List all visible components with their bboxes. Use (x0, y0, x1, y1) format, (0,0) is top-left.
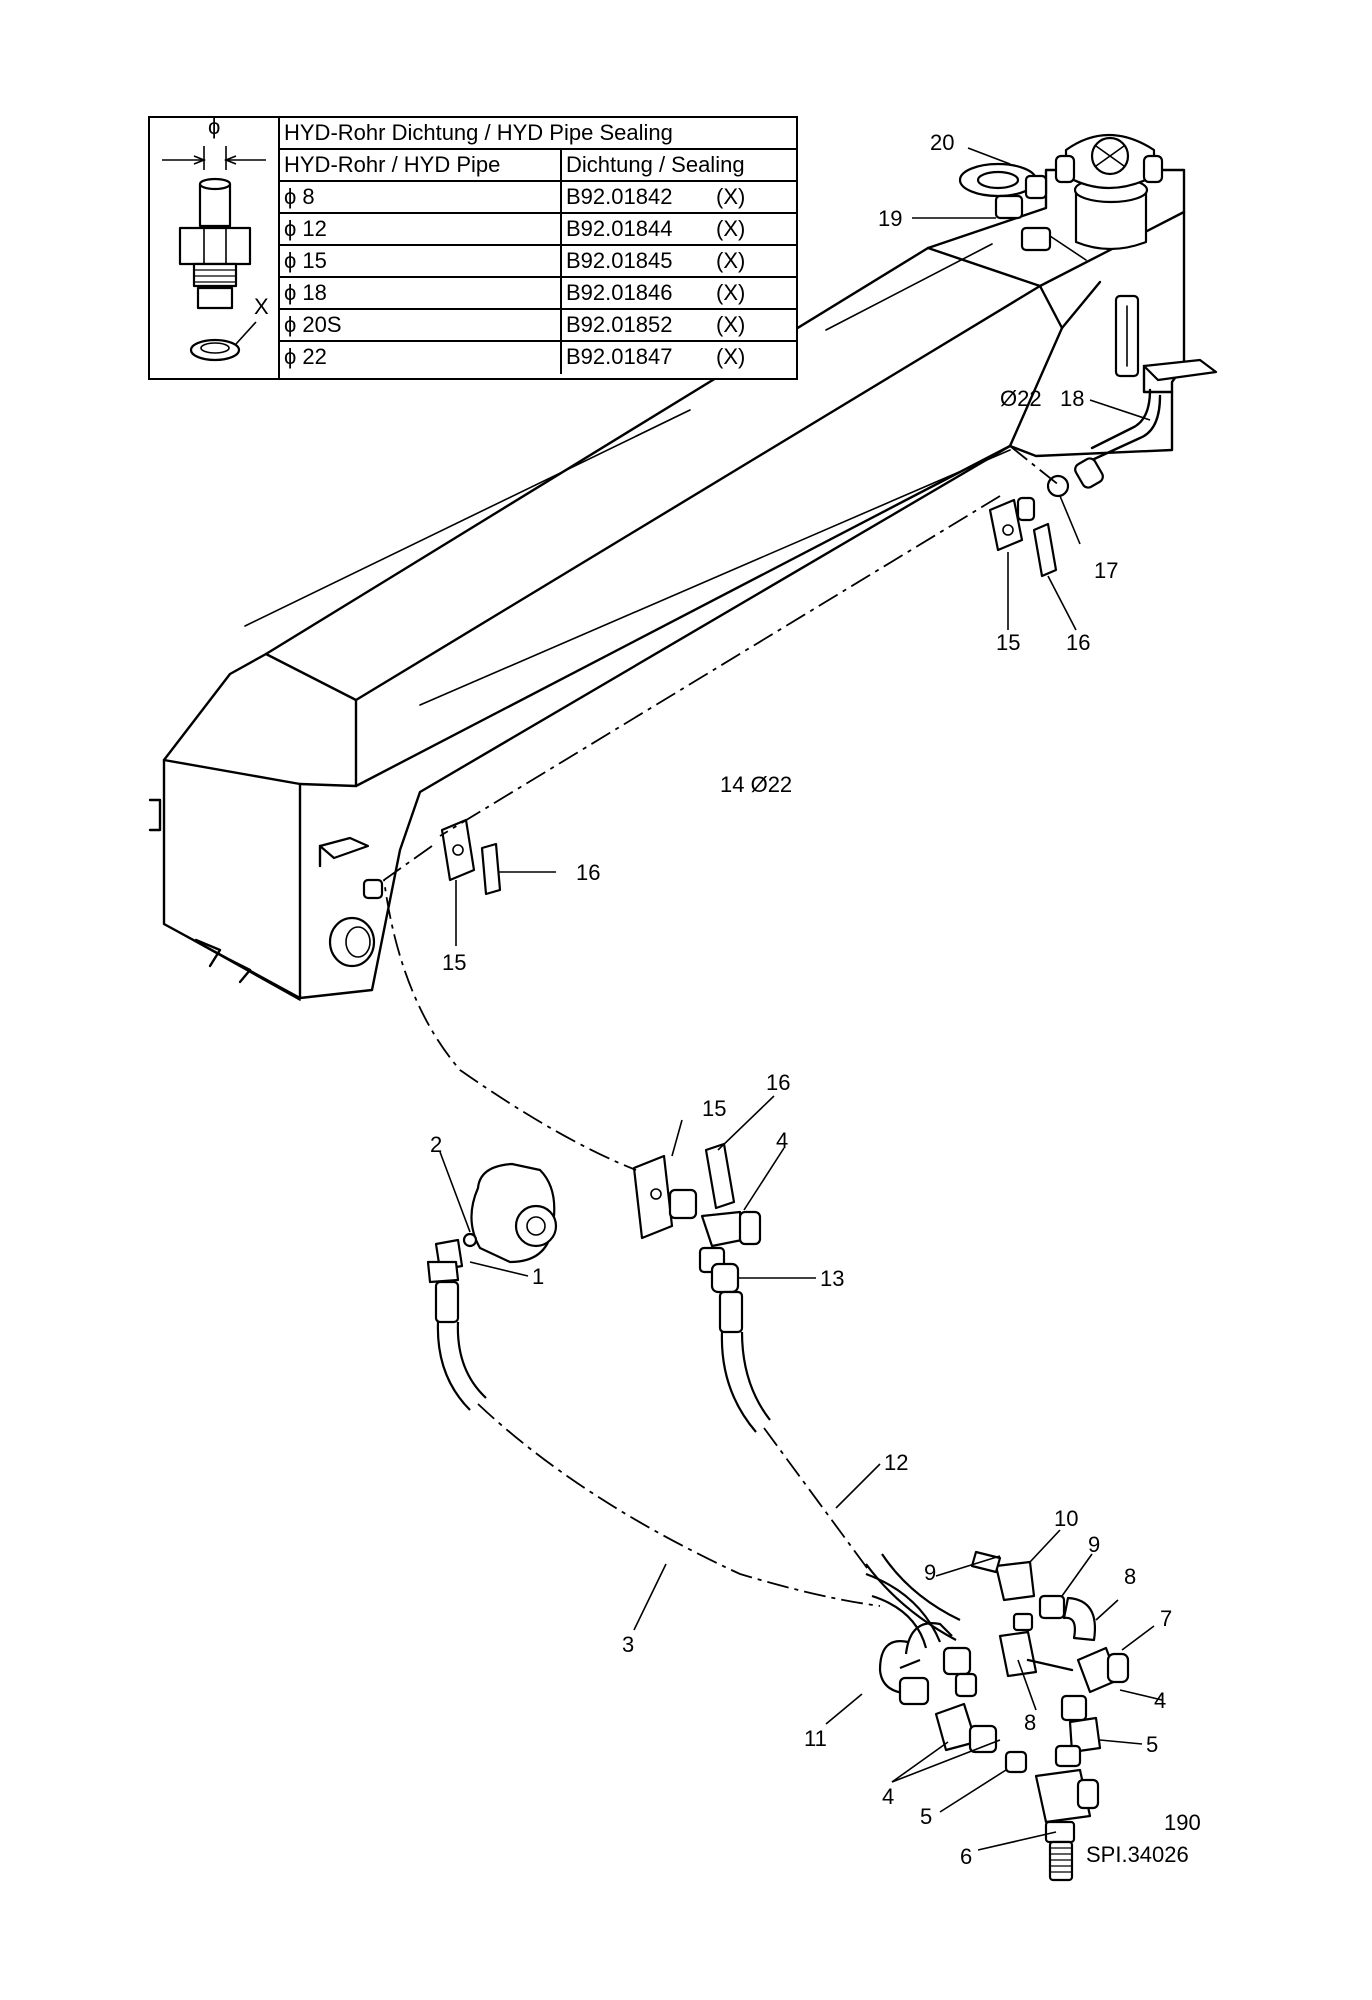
clamp-block-lower (632, 1142, 736, 1240)
sealing-cell: B92.01847 (X) (560, 342, 796, 374)
gear-pump (426, 1162, 558, 1284)
sealing-mark: (X) (716, 216, 746, 241)
callout-11: 11 (804, 1726, 827, 1751)
callout-20: 20 (930, 130, 955, 155)
sealing-cell: B92.01844 (X) (560, 214, 796, 244)
sealing-mark: (X) (716, 344, 746, 369)
table-row: ϕ 15 B92.01845 (X) (280, 246, 796, 278)
sealing-code: B92.01846 (566, 280, 673, 305)
pipe-14-path (383, 495, 1001, 1171)
pipe-diameter: ϕ 12 (284, 216, 327, 241)
callout-5-lower: 5 (920, 1804, 933, 1829)
sealing-table-grid: HYD-Rohr Dichtung / HYD Pipe Sealing HYD… (280, 118, 796, 378)
callout-8-lower: 8 (1024, 1710, 1037, 1735)
nut-13 (710, 1262, 740, 1294)
sealing-code: B92.01842 (566, 184, 673, 209)
callout-16-middle: 16 (576, 860, 601, 885)
sealing-table-title: HYD-Rohr Dichtung / HYD Pipe Sealing (284, 120, 673, 145)
fitting-seal-illustration (162, 146, 266, 362)
pipe-diameter: ϕ 20S (284, 312, 342, 337)
sealing-mark: (X) (716, 184, 746, 209)
callout-17: 17 (1094, 558, 1119, 583)
callout-1: 1 (532, 1264, 545, 1289)
hydraulic-tank (148, 168, 1186, 1001)
sealing-mark: (X) (716, 248, 746, 273)
callout-15-upper: 15 (996, 630, 1021, 655)
pipe-sealing-table: ϕ X HYD-Rohr Dichtung / HYD Pipe Sealing… (148, 116, 798, 380)
pipe-diameter: ϕ 8 (284, 184, 315, 209)
clamp-block-upper (988, 496, 1058, 578)
flange-20 (958, 162, 1087, 261)
sealing-cell: B92.01842 (X) (560, 182, 796, 212)
callout-19: 19 (878, 206, 903, 231)
header-sealing: Dichtung / Sealing (560, 150, 796, 180)
callout-12: 12 (884, 1450, 909, 1475)
sight-gauge-bracket (1114, 294, 1218, 394)
callout-9-right: 9 (1088, 1532, 1101, 1557)
sealing-mark: (X) (716, 280, 746, 305)
table-row: ϕ 8 B92.01842 (X) (280, 182, 796, 214)
page-number: 190 (1164, 1810, 1201, 1835)
sealing-code: B92.01847 (566, 344, 673, 369)
callout-4-right: 4 (1154, 1688, 1167, 1713)
callout-leaders (439, 147, 1163, 1851)
table-row: ϕ 12 B92.01844 (X) (280, 214, 796, 246)
sealing-code: B92.01852 (566, 312, 673, 337)
callout-13: 13 (820, 1266, 845, 1291)
callout-4-top: 4 (776, 1128, 789, 1153)
hose-3 (434, 1280, 942, 1649)
callout-15-middle: 15 (442, 950, 467, 975)
clamp-block-middle (318, 818, 502, 896)
filter-housing (1054, 134, 1164, 251)
tee-fitting-4-top (698, 1210, 762, 1274)
sealing-cell: B92.01845 (X) (560, 246, 796, 276)
callout-15-lower: 15 (702, 1096, 727, 1121)
seal-x-label: X (254, 294, 269, 319)
callout-4-lower: 4 (882, 1784, 895, 1809)
callout-3: 3 (622, 1632, 635, 1657)
sealing-cell: B92.01852 (X) (560, 310, 796, 340)
table-row: ϕ 18 B92.01846 (X) (280, 278, 796, 310)
callout-10: 10 (1054, 1506, 1079, 1531)
table-row: ϕ 22 B92.01847 (X) (280, 342, 796, 374)
loop-hose-11 (904, 1622, 953, 1655)
sealing-mark: (X) (716, 312, 746, 337)
callout-6: 6 (960, 1844, 973, 1869)
callout-18: 18 (1060, 386, 1085, 411)
callout-18-diameter: Ø22 (1000, 386, 1042, 411)
pipe-diameter: ϕ 15 (284, 248, 327, 273)
sealing-table-title-row: HYD-Rohr Dichtung / HYD Pipe Sealing (280, 118, 796, 150)
callout-7: 7 (1160, 1606, 1173, 1631)
callout-9-left: 9 (924, 1560, 937, 1585)
callout-14: 14 Ø22 (720, 772, 793, 797)
sealing-cell: B92.01846 (X) (560, 278, 796, 308)
drawing-id: SPI.34026 (1086, 1842, 1189, 1867)
return-line-dash (1009, 445, 1061, 487)
tank-ports (328, 878, 384, 968)
callout-16-upper: 16 (1066, 630, 1091, 655)
pipe-diameter: ϕ 18 (284, 280, 327, 305)
sealing-code: B92.01844 (566, 216, 673, 241)
lower-fittings-cluster (878, 1550, 1130, 1882)
sealing-code: B92.01845 (566, 248, 673, 273)
callout-16-lower: 16 (766, 1070, 791, 1095)
sealing-illustration-cell: ϕ X (150, 114, 280, 378)
diameter-symbol-label: ϕ (208, 114, 221, 139)
callout-5-right: 5 (1146, 1732, 1159, 1757)
table-row: ϕ 20S B92.01852 (X) (280, 310, 796, 342)
sealing-table-header-row: HYD-Rohr / HYD Pipe Dichtung / Sealing (280, 150, 796, 182)
callout-8-right: 8 (1124, 1564, 1137, 1589)
pipe-diameter: ϕ 22 (284, 344, 327, 369)
callout-2: 2 (430, 1132, 443, 1157)
hose-12 (718, 1290, 961, 1641)
header-pipe: HYD-Rohr / HYD Pipe (284, 152, 501, 177)
